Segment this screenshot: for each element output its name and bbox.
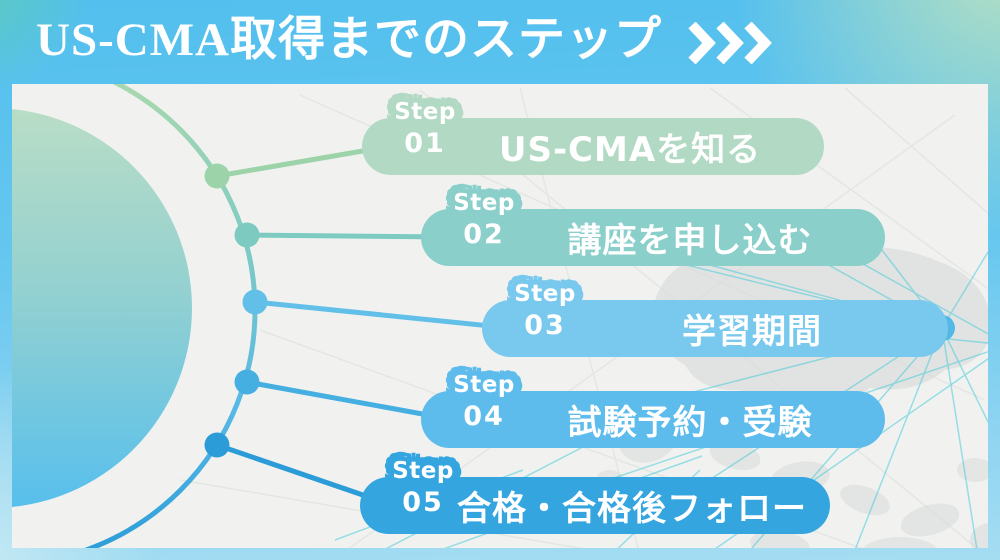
step-word-2: Step xyxy=(453,190,515,216)
step-pill-1: Step 01 US-CMAを知る xyxy=(362,101,824,175)
step-pill-5: Step 05 合格・合格後フォロー xyxy=(360,460,830,534)
step-number-5: 05 xyxy=(402,487,444,518)
step-link-2 xyxy=(246,232,451,240)
header-band: US-CMA取得までのステップ xyxy=(0,0,1000,84)
step-title-1: US-CMAを知る xyxy=(498,130,762,170)
step-word-5: Step xyxy=(392,458,454,484)
step-link-4 xyxy=(246,379,451,422)
main-panel: Step 01 US-CMAを知る Step 02 講座を申し込む Step 0… xyxy=(12,84,988,548)
step-node-4 xyxy=(234,369,260,395)
step-number-2: 02 xyxy=(463,219,505,250)
step-word-4: Step xyxy=(453,372,515,398)
step-badge-5: Step 05 xyxy=(380,458,466,518)
step-node-3 xyxy=(242,289,268,315)
step-badge-4: Step 04 xyxy=(441,372,527,432)
step-title-3: 学習期間 xyxy=(682,312,822,352)
step-number-3: 03 xyxy=(524,310,566,341)
step-badge-1: Step 01 xyxy=(382,99,468,159)
page-title: US-CMA取得までのステップ xyxy=(36,13,662,66)
step-node-5 xyxy=(204,432,230,458)
step-title-4: 試験予約・受験 xyxy=(567,403,813,443)
step-badge-3: Step 03 xyxy=(502,281,588,341)
step-pill-4: Step 04 試験予約・受験 xyxy=(421,374,885,448)
step-badge-2: Step 02 xyxy=(441,190,527,250)
step-title-5: 合格・合格後フォロー xyxy=(457,489,807,529)
step-node-1 xyxy=(204,163,230,189)
step-number-1: 01 xyxy=(404,128,446,159)
step-word-3: Step xyxy=(514,281,576,307)
step-link-3 xyxy=(254,299,511,331)
step-number-4: 04 xyxy=(463,401,505,432)
step-pill-3: Step 03 学習期間 xyxy=(482,283,948,357)
triple-chevron-right-icon xyxy=(688,22,772,64)
step-word-1: Step xyxy=(394,99,456,125)
step-node-2 xyxy=(234,222,260,248)
step-pill-2: Step 02 講座を申し込む xyxy=(421,192,885,266)
big-gradient-circle xyxy=(12,109,192,507)
step-title-2: 講座を申し込む xyxy=(567,221,813,261)
